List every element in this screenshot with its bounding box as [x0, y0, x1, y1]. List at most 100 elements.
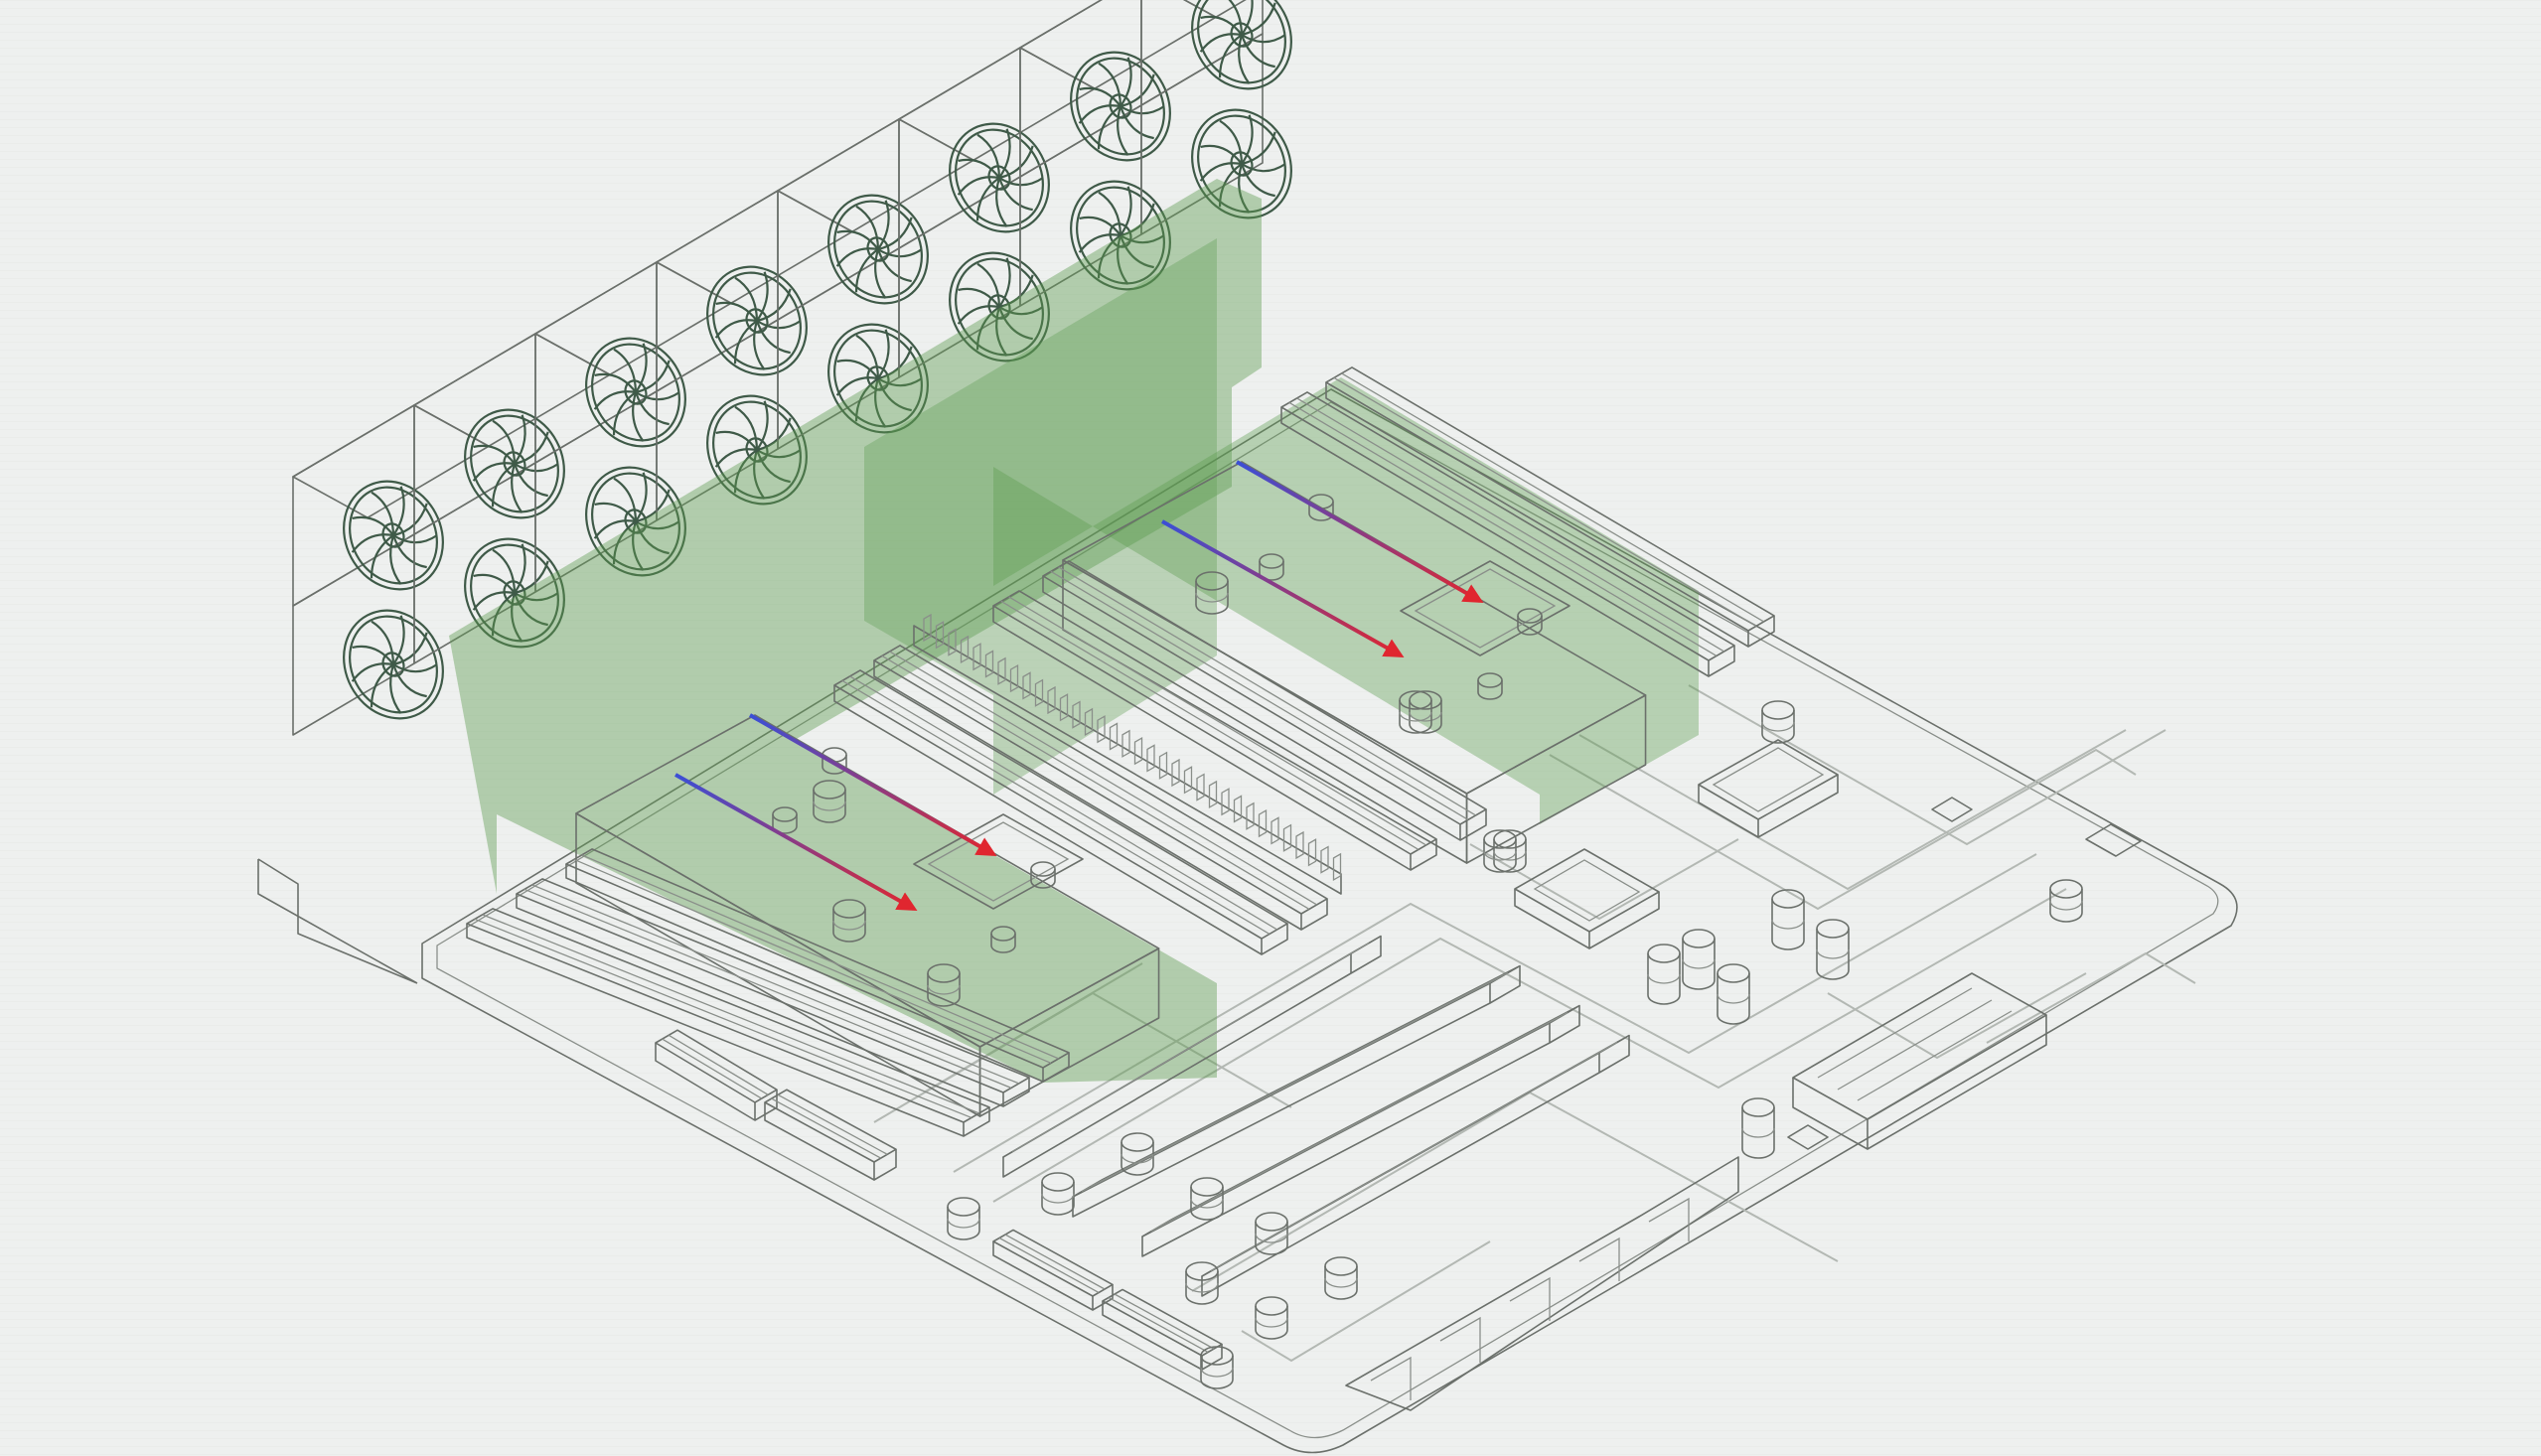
- expansion-slot: [992, 590, 1437, 871]
- dimm-module: [1059, 693, 1069, 722]
- capacitor: [832, 899, 866, 943]
- dimm-module: [1320, 845, 1329, 874]
- airflow-arrow: [749, 713, 997, 856]
- expansion-slot: [1042, 560, 1487, 841]
- chips: [1345, 739, 2142, 1411]
- dimm-module: [972, 643, 981, 671]
- dimm-module: [1109, 722, 1119, 751]
- capacitor: [1816, 919, 1850, 980]
- expansion-slot: [833, 669, 1288, 955]
- fan-unit: [777, 247, 929, 450]
- small-connector: [1787, 797, 2142, 1150]
- io-port-block: [1345, 1156, 1739, 1411]
- dimm-module: [1171, 758, 1180, 788]
- mount-screw: [1477, 672, 1503, 700]
- fan-icon: [706, 394, 808, 506]
- expansion-slot: [764, 1089, 897, 1181]
- expansion-slot: [1102, 1288, 1223, 1371]
- dimm-module: [1332, 852, 1342, 882]
- expansion-slot: [1002, 935, 1382, 1178]
- airflow-arrow: [1236, 460, 1484, 603]
- dimm-module: [1208, 780, 1218, 809]
- fan-unit: [534, 390, 686, 593]
- expansion-slot: [516, 878, 1030, 1107]
- fan-icon: [1070, 51, 1171, 162]
- dimm-module: [1183, 766, 1193, 795]
- cpu-chip: [1698, 739, 1839, 838]
- capacitor: [1682, 929, 1716, 990]
- fan-icon: [1191, 0, 1292, 90]
- expansion-slot: [466, 908, 990, 1137]
- dimm-module: [1009, 663, 1019, 693]
- expansion-slot: [1325, 366, 1775, 648]
- airflow-arrow: [1161, 519, 1405, 657]
- fan-icon: [827, 323, 929, 434]
- capacitor: [1771, 889, 1805, 950]
- dimm-module: [1258, 808, 1268, 838]
- capacitor: [2049, 879, 2083, 923]
- capacitor: [1324, 1256, 1358, 1300]
- expansion-slot: [565, 848, 1070, 1083]
- expansion-slot: [1072, 964, 1521, 1218]
- expansion-slot: [1141, 1004, 1580, 1257]
- mount-screw: [990, 926, 1016, 953]
- dimm-module: [1047, 685, 1056, 715]
- capacitor: [1255, 1212, 1288, 1255]
- gpu-die: [913, 813, 1084, 910]
- dimm-module: [984, 650, 994, 678]
- airflow-arrow: [674, 773, 918, 911]
- expansion-slots: [466, 366, 1775, 1371]
- dimm-module: [1233, 795, 1243, 823]
- dimm-module: [1246, 801, 1255, 830]
- fan-icon: [585, 466, 686, 577]
- gpu-module: [575, 713, 1160, 1117]
- dimm-module: [1307, 838, 1317, 867]
- capacitor: [1399, 690, 1432, 734]
- capacitor: [1255, 1296, 1288, 1340]
- dimm-module: [1097, 715, 1106, 744]
- expansion-slot: [1280, 391, 1735, 677]
- capacitor: [1185, 1261, 1219, 1305]
- capacitor: [1647, 944, 1681, 1005]
- capacitor: [947, 1197, 980, 1240]
- dimm-module: [935, 621, 945, 650]
- capacitor: [1409, 690, 1442, 734]
- circuit-traces: [873, 684, 2196, 1363]
- fan-icon: [343, 480, 444, 591]
- expansion-slot: [992, 1229, 1114, 1311]
- fan-icon: [585, 337, 686, 448]
- capacitor: [1200, 1346, 1234, 1389]
- dimm-module: [1034, 678, 1044, 707]
- dimm-module: [1158, 751, 1168, 780]
- capacitor: [1483, 829, 1517, 873]
- dimm-module: [1121, 729, 1130, 758]
- gpu-module: [1062, 460, 1647, 864]
- dimm-module: [1146, 744, 1155, 773]
- power-connector: [1792, 972, 2047, 1150]
- dimm-module: [1084, 707, 1094, 737]
- capacitor: [813, 780, 846, 823]
- gpu-die: [1400, 560, 1570, 656]
- capacitor: [1041, 1172, 1075, 1216]
- dimm-module: [997, 656, 1006, 685]
- capacitor: [1121, 1132, 1154, 1176]
- capacitor: [1493, 829, 1527, 873]
- dimm-module: [1196, 773, 1205, 801]
- dimm-module: [1133, 736, 1143, 766]
- capacitor: [1717, 963, 1750, 1025]
- dimm-module: [1282, 823, 1292, 852]
- fan-unit: [1140, 0, 1292, 106]
- fan-icon: [1191, 108, 1292, 219]
- dimm-module: [1270, 816, 1279, 845]
- mount-screw: [1517, 608, 1543, 636]
- dimm-module: [1221, 788, 1230, 816]
- expansion-slot: [1201, 1034, 1630, 1297]
- expansion-slot: [873, 645, 1328, 931]
- capacitor: [1195, 571, 1229, 615]
- gpu-modules: [575, 460, 1647, 1117]
- mount-screw: [1030, 861, 1056, 889]
- capacitor: [1761, 700, 1795, 744]
- capacitor: [927, 963, 961, 1007]
